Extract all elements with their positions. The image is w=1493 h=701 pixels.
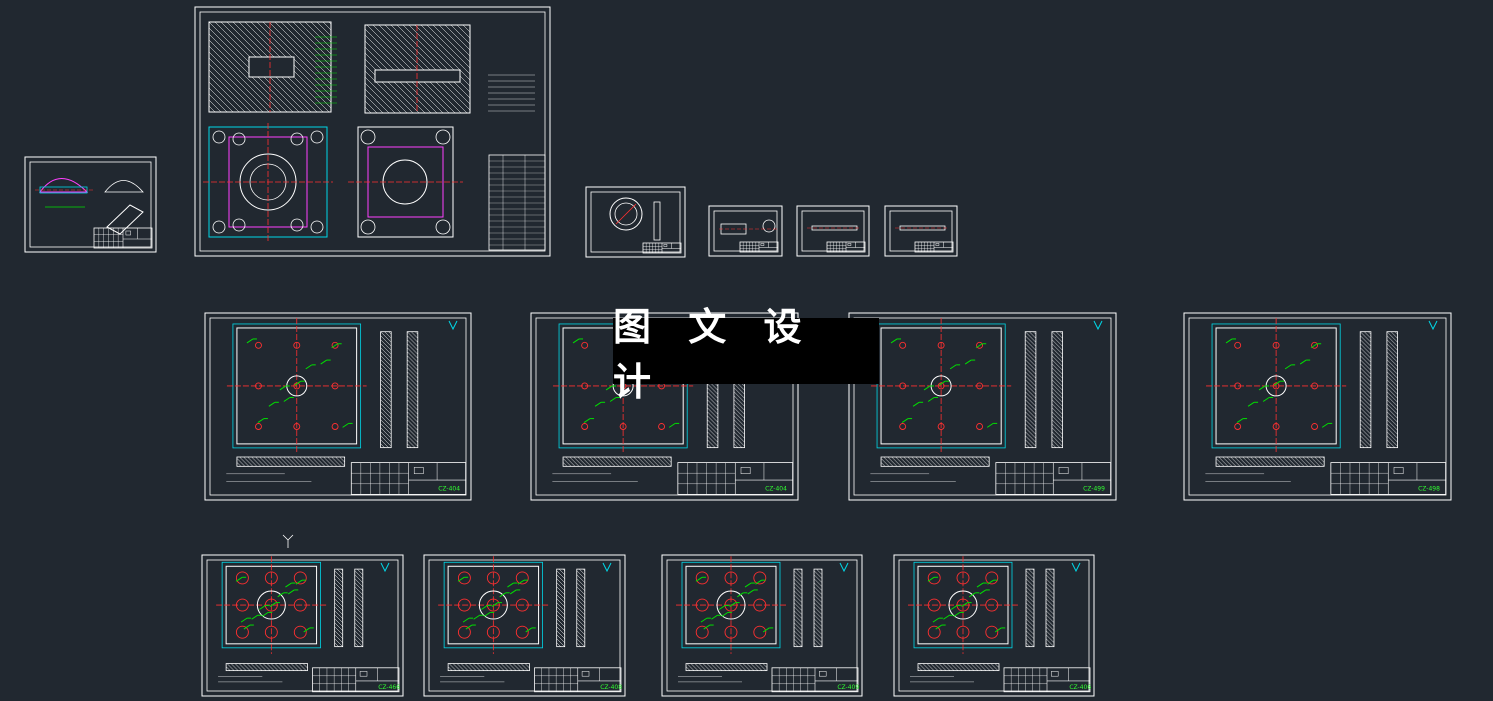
watermark-banner: 图 文 设 计 (613, 304, 879, 404)
drawing-sheet-detail-pin-2[interactable]: Detail — pin (884, 205, 958, 257)
drawing-sheet-assembly[interactable]: Mold assembly drawing (194, 6, 551, 257)
sheet-code-label: CZ-498 (1418, 486, 1440, 493)
sheet-code-label: CZ-409 (837, 684, 859, 691)
drawing-sheet-detail-ring[interactable]: Detail — ring (585, 186, 686, 258)
sheet-code-label: CZ-408 (600, 684, 622, 691)
drawing-sheet-plate-1[interactable]: Plate drawingCZ-404 (204, 312, 472, 501)
sheet-code-label: CZ-404 (438, 486, 460, 493)
sheet-code-label: CZ-406 (1069, 684, 1091, 691)
ucs-marker-icon (282, 534, 294, 548)
sheet-code-label: CZ-404 (765, 486, 787, 493)
drawing-sheet-plate-5[interactable]: Plate drawingCZ-466 (201, 554, 404, 697)
drawing-sheet-part-model[interactable]: Part drawing — sheet 1 (24, 156, 157, 253)
drawing-sheet-detail-sprue[interactable]: Detail — sprue bushing (708, 205, 783, 257)
sheet-code-label: CZ-499 (1083, 486, 1105, 493)
sheet-code-label: CZ-466 (378, 684, 400, 691)
drawing-sheet-detail-pin-1[interactable]: Detail — pin (796, 205, 870, 257)
watermark-text: 图 文 设 计 (613, 304, 814, 404)
